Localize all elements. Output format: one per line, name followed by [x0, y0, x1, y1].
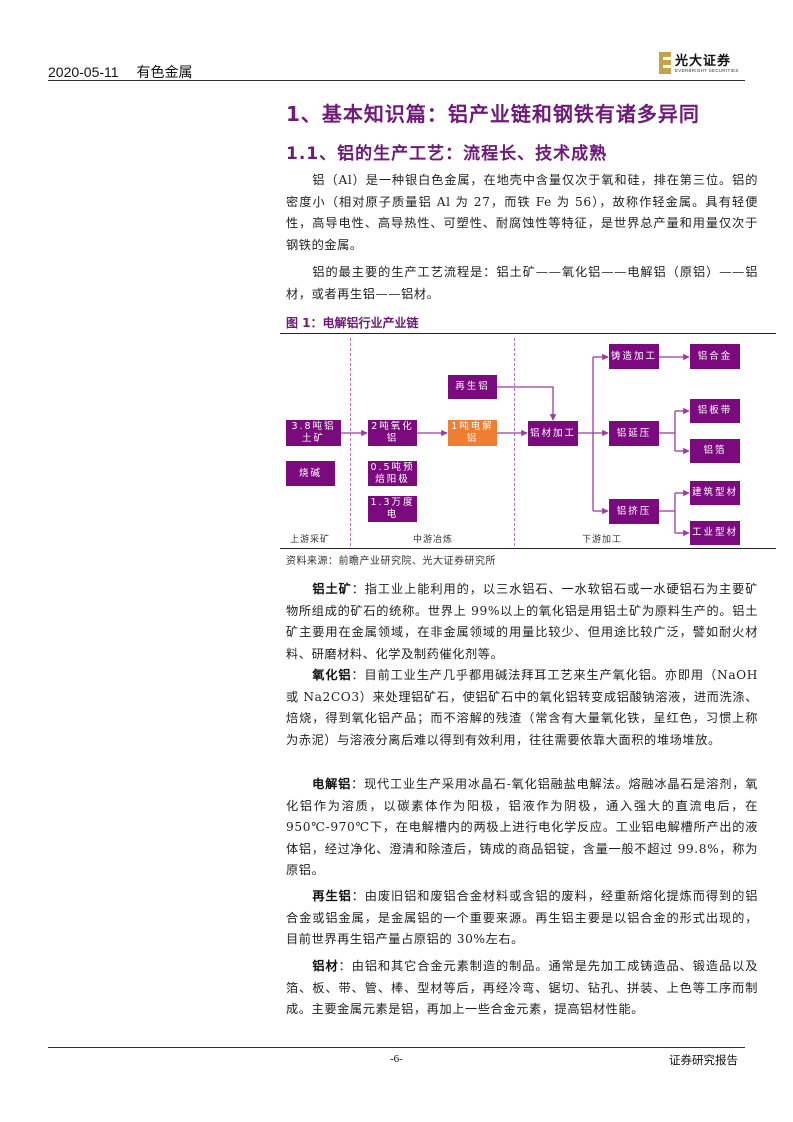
zone-divider-1: [350, 338, 351, 546]
subsection-heading: 1.1、铝的生产工艺：流程长、技术成熟: [286, 144, 608, 164]
definition-bauxite: 铝土矿：指工业上能利用的，以三水铝石、一水软铝石或一水硬铝石为主要矿物所组成的矿…: [286, 582, 758, 661]
zone-label-midstream: 中游冶炼: [413, 535, 454, 545]
definition-term: 电解铝: [312, 777, 352, 791]
report-sector: 有色金属: [136, 64, 193, 80]
box-building-profile: 建筑型材: [690, 481, 740, 505]
everbright-logo: 光大证券 EVERBRIGHT SECURITIES: [659, 50, 749, 76]
definition-term: 铝材: [312, 959, 339, 973]
intro-paragraph-1: 铝（Al）是一种银白色金属，在地壳中含量仅次于氧和硅，排在第三位。铝的密度小（相…: [286, 173, 758, 252]
definition-term: 铝土矿: [312, 582, 352, 596]
box-recycled-aluminum: 再生铝: [448, 375, 497, 399]
box-alumina: 2吨氧化铝: [368, 420, 417, 446]
zone-label-downstream: 下游加工: [582, 535, 623, 545]
box-rolling: 铝延压: [609, 421, 659, 446]
logo-cn-text: 光大证券: [675, 54, 732, 69]
section-heading: 1、基本知识篇：铝产业链和钢铁有诸多异同: [286, 102, 700, 126]
box-industrial-profile: 工业型材: [690, 521, 740, 545]
zone-label-upstream: 上游采矿: [290, 535, 331, 545]
definition-alumina: 氧化铝：目前工业生产几乎都用碱法拜耳工艺来生产氧化铝。亦即用（NaOH 或 Na…: [286, 668, 758, 747]
definition-electrolytic-aluminum: 电解铝：现代工业生产采用冰晶石-氧化铝融盐电解法。熔融冰晶石是溶剂，氧化铝作为溶…: [286, 777, 758, 878]
intro-paragraph-2: 铝的最主要的生产工艺流程是：铝土矿——氧化铝——电解铝（原铝）——铝材，或者再生…: [286, 265, 758, 301]
box-casting: 铸造加工: [609, 344, 659, 369]
footer-label: 证券研究报告: [669, 1053, 738, 1067]
definition-term: 氧化铝: [312, 668, 352, 682]
box-electricity: 1.3万度电: [368, 496, 417, 522]
everbright-logo-icon: [659, 52, 671, 74]
box-aluminum-foil: 铝箔: [690, 439, 740, 463]
box-electrolytic-aluminum: 1吨电解铝: [448, 420, 497, 446]
box-prebaked-anode: 0.5吨预焙阳极: [368, 461, 417, 486]
header-divider: [48, 80, 745, 81]
logo-en-text: EVERBRIGHT SECURITIES: [675, 68, 739, 73]
box-caustic-soda: 烧碱: [286, 461, 335, 486]
figure-top-rule: [280, 333, 776, 334]
report-date: 2020-05-11: [48, 64, 119, 80]
definition-term: 再生铝: [312, 889, 352, 903]
box-aluminum-processing: 铝材加工: [528, 421, 578, 446]
figure-source: 资料来源：前瞻产业研究院、光大证券研究所: [286, 556, 496, 567]
page-header-left: 2020-05-11 有色金属: [48, 62, 206, 82]
box-aluminum-sheet: 铝板带: [690, 399, 740, 423]
zone-divider-2: [514, 338, 515, 546]
box-bauxite: 3.8吨铝土矿: [286, 420, 341, 446]
definition-aluminum-products: 铝材：由铝和其它合金元素制造的制品。通常是先加工成铸造品、锻造品以及箔、板、带、…: [286, 959, 759, 1017]
footer-divider: [48, 1047, 745, 1048]
box-aluminum-alloy: 铝合金: [690, 344, 740, 369]
definition-recycled-aluminum: 再生铝：由废旧铝和废铝合金材料或含铝的废料，经重新熔化提炼而得到的铝合金或铝金属…: [286, 889, 758, 947]
box-extrusion: 铝挤压: [609, 499, 659, 524]
figure-title: 图 1：电解铝行业产业链: [286, 316, 419, 330]
figure-bottom-rule: [280, 548, 776, 549]
page-number: -6-: [390, 1053, 403, 1065]
